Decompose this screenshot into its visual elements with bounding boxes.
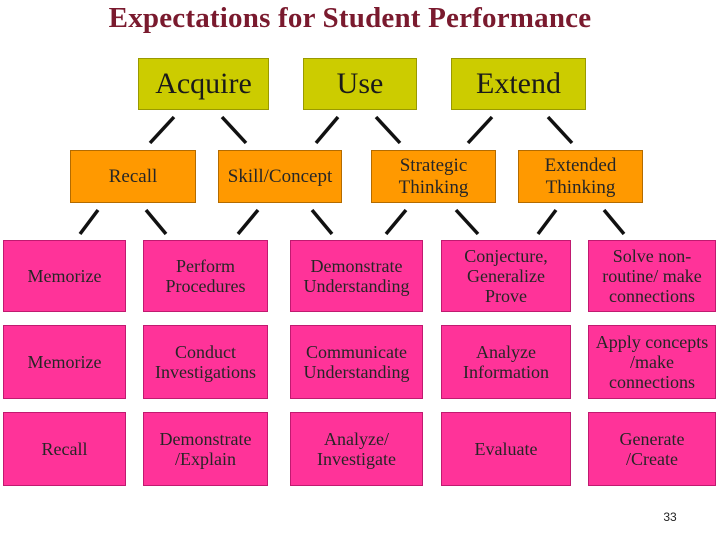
top-box-acquire: Acquire xyxy=(138,58,269,110)
connector-line xyxy=(148,115,176,145)
page-number: 33 xyxy=(663,510,677,524)
connector-line xyxy=(454,208,480,236)
grid-cell: Analyze Information xyxy=(441,325,571,399)
mid-box-recall: Recall xyxy=(70,150,196,203)
top-box-extend: Extend xyxy=(451,58,586,110)
connector-line xyxy=(236,208,260,236)
connector-line xyxy=(466,115,494,145)
top-box-use: Use xyxy=(303,58,417,110)
connector-line xyxy=(374,115,402,145)
mid-box-strategic-thinking: Strategic Thinking xyxy=(371,150,496,203)
page-title: Expectations for Student Performance xyxy=(108,2,592,34)
grid-cell: Memorize xyxy=(3,325,126,399)
grid-cell: Analyze/ Investigate xyxy=(290,412,423,486)
connector-line xyxy=(384,208,408,236)
mid-box-skill-concept: Skill/Concept xyxy=(218,150,342,203)
grid-cell: Communicate Understanding xyxy=(290,325,423,399)
connector-line xyxy=(602,208,626,236)
grid-cell: Evaluate xyxy=(441,412,571,486)
connector-line xyxy=(220,115,248,145)
connector-line xyxy=(310,208,334,236)
grid-cell: Apply concepts /make connections xyxy=(588,325,716,399)
grid-cell: Solve non- routine/ make connections xyxy=(588,240,716,312)
grid-cell: Conduct Investigations xyxy=(143,325,268,399)
grid-cell: Recall xyxy=(3,412,126,486)
connector-line xyxy=(144,208,168,236)
connector-line xyxy=(536,208,558,236)
connector-line xyxy=(546,115,574,145)
grid-cell: Conjecture, Generalize Prove xyxy=(441,240,571,312)
connector-line xyxy=(78,208,100,236)
grid-cell: Generate /Create xyxy=(588,412,716,486)
grid-cell: Demonstrate /Explain xyxy=(143,412,268,486)
grid-cell: Memorize xyxy=(3,240,126,312)
connector-line xyxy=(314,115,340,145)
grid-cell: Perform Procedures xyxy=(143,240,268,312)
grid-cell: Demonstrate Understanding xyxy=(290,240,423,312)
mid-box-extended-thinking: Extended Thinking xyxy=(518,150,643,203)
